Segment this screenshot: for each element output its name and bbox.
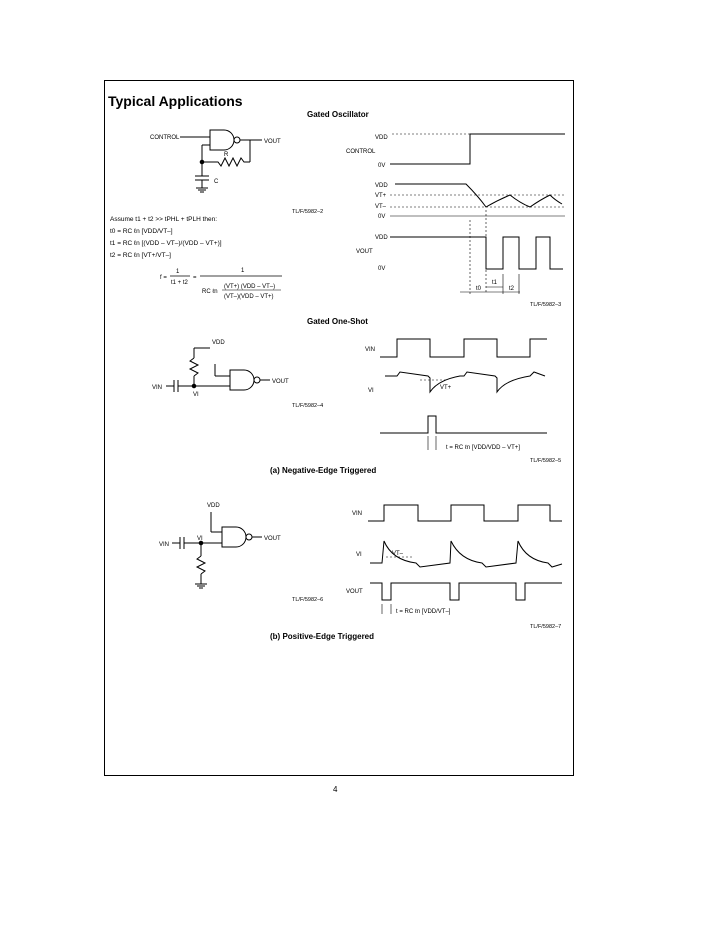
svg-text:t = RC ℓn [VDD/VT–]: t = RC ℓn [VDD/VT–] xyxy=(396,608,451,615)
svg-text:=: = xyxy=(193,275,197,281)
svg-text:t0: t0 xyxy=(476,286,482,292)
c-label: C xyxy=(214,179,219,185)
caption-positive-edge: (b) Positive-Edge Triggered xyxy=(270,632,375,641)
vin-waveform xyxy=(380,338,547,358)
page-number: 4 xyxy=(333,785,338,794)
gated-oscillator-title: Gated Oscillator xyxy=(307,110,369,119)
svg-text:0V: 0V xyxy=(378,163,385,169)
svg-text:VDD: VDD xyxy=(375,183,388,189)
nand-gate-icon xyxy=(229,369,255,391)
svg-text:1: 1 xyxy=(241,268,245,274)
svg-text:VIN: VIN xyxy=(159,542,169,548)
ref-5982-7: TL/F/5982–7 xyxy=(530,624,562,630)
svg-text:t1: t1 xyxy=(492,280,498,286)
svg-text:VIN: VIN xyxy=(352,511,362,517)
inverter-bubble-icon xyxy=(253,376,261,384)
positive-edge-waveforms: VIN VI VT– VOUT t = RC ℓn [VDD/VT–] xyxy=(346,504,563,615)
vout-label: VOUT xyxy=(264,139,281,145)
svg-text:t2: t2 xyxy=(509,286,515,292)
r-label: R xyxy=(224,152,229,158)
svg-text:VOUT: VOUT xyxy=(264,536,281,542)
positive-edge-schematic: VDD VOUT VIN VI xyxy=(159,503,281,589)
vin-waveform xyxy=(368,504,562,522)
svg-text:VI: VI xyxy=(193,392,199,398)
vout-pulse-waveform xyxy=(380,415,547,434)
svg-text:VOUT: VOUT xyxy=(356,249,373,255)
vi-waveform xyxy=(370,540,563,568)
ref-5982-5: TL/F/5982–5 xyxy=(530,458,562,464)
svg-text:VDD: VDD xyxy=(375,235,388,241)
svg-text:VIN: VIN xyxy=(152,385,162,391)
inverter-bubble-icon xyxy=(233,136,241,144)
negative-edge-waveforms: VIN VI VT+ t = RC ℓn [VDD/VDD – VT+] xyxy=(365,338,547,451)
page-frame xyxy=(104,80,574,776)
svg-text:0V: 0V xyxy=(378,266,385,272)
equation-t2: t2 = RC ℓn [VT+/VT–] xyxy=(110,252,171,259)
caption-negative-edge: (a) Negative-Edge Triggered xyxy=(270,466,377,475)
nand-gate-icon xyxy=(221,526,247,548)
svg-text:t1 + t2: t1 + t2 xyxy=(171,280,189,286)
vout-waveform xyxy=(390,236,563,270)
frequency-formula: f = 1 t1 + t2 = 1 RC ℓn (VT+) (VDD – VT–… xyxy=(160,268,282,300)
svg-text:(VT+) (VDD – VT–): (VT+) (VDD – VT–) xyxy=(224,284,275,290)
svg-text:VDD: VDD xyxy=(375,135,388,141)
svg-text:VDD: VDD xyxy=(207,503,220,509)
svg-text:VT–: VT– xyxy=(375,204,387,210)
svg-text:f =: f = xyxy=(160,275,167,281)
svg-text:VDD: VDD xyxy=(212,340,225,346)
svg-text:0V: 0V xyxy=(378,214,385,220)
negative-edge-schematic: VDD VIN VI VOUT xyxy=(152,340,289,398)
ref-5982-3: TL/F/5982–3 xyxy=(530,302,562,308)
pullup-resistor-icon xyxy=(188,357,200,377)
svg-text:1: 1 xyxy=(176,269,180,275)
vi-waveform xyxy=(385,371,546,394)
ref-5982-4: TL/F/5982–4 xyxy=(292,403,324,409)
pulldown-resistor-icon xyxy=(195,555,207,575)
oscillator-schematic: CONTROL VOUT R C xyxy=(150,129,281,193)
svg-text:VT+: VT+ xyxy=(440,385,452,391)
svg-text:VI: VI xyxy=(368,388,374,394)
control-waveform xyxy=(390,133,565,165)
control-label: CONTROL xyxy=(150,135,180,141)
vout-pulse-waveform xyxy=(370,582,562,601)
equation-t0: t0 = RC ℓn [VDD/VT–] xyxy=(110,228,173,235)
capacitor-voltage-waveform xyxy=(395,183,563,208)
nand-gate-icon xyxy=(209,129,235,151)
svg-text:t = RC ℓn [VDD/VDD – VT+]: t = RC ℓn [VDD/VDD – VT+] xyxy=(446,444,520,451)
page-heading: Typical Applications xyxy=(108,93,243,109)
inverter-bubble-icon xyxy=(245,533,253,541)
svg-text:VOUT: VOUT xyxy=(272,379,289,385)
svg-text:CONTROL: CONTROL xyxy=(346,149,376,155)
svg-text:VIN: VIN xyxy=(365,347,375,353)
equation-t1: t1 = RC ℓn [(VDD – VT–)/(VDD – VT+)] xyxy=(110,240,222,247)
svg-text:VI: VI xyxy=(197,536,203,542)
svg-text:VI: VI xyxy=(356,552,362,558)
gated-one-shot-title: Gated One-Shot xyxy=(307,317,368,326)
ref-5982-2: TL/F/5982–2 xyxy=(292,209,324,215)
svg-text:RC ℓn: RC ℓn xyxy=(202,288,218,295)
node-dot xyxy=(199,159,205,165)
resistor-r-icon xyxy=(202,156,250,168)
svg-text:(VT–)(VDD – VT+): (VT–)(VDD – VT+) xyxy=(224,294,274,300)
svg-text:VT+: VT+ xyxy=(375,193,387,199)
svg-text:VOUT: VOUT xyxy=(346,589,363,595)
equation-assume: Assume t1 + t2 >> tPHL + tPLH then: xyxy=(110,216,218,223)
svg-text:VT–: VT– xyxy=(392,551,404,557)
ref-5982-6: TL/F/5982–6 xyxy=(292,597,324,603)
oscillator-waveforms: VDD CONTROL 0V VDD VT+ VT– 0V VDD VOUT 0… xyxy=(346,133,565,294)
